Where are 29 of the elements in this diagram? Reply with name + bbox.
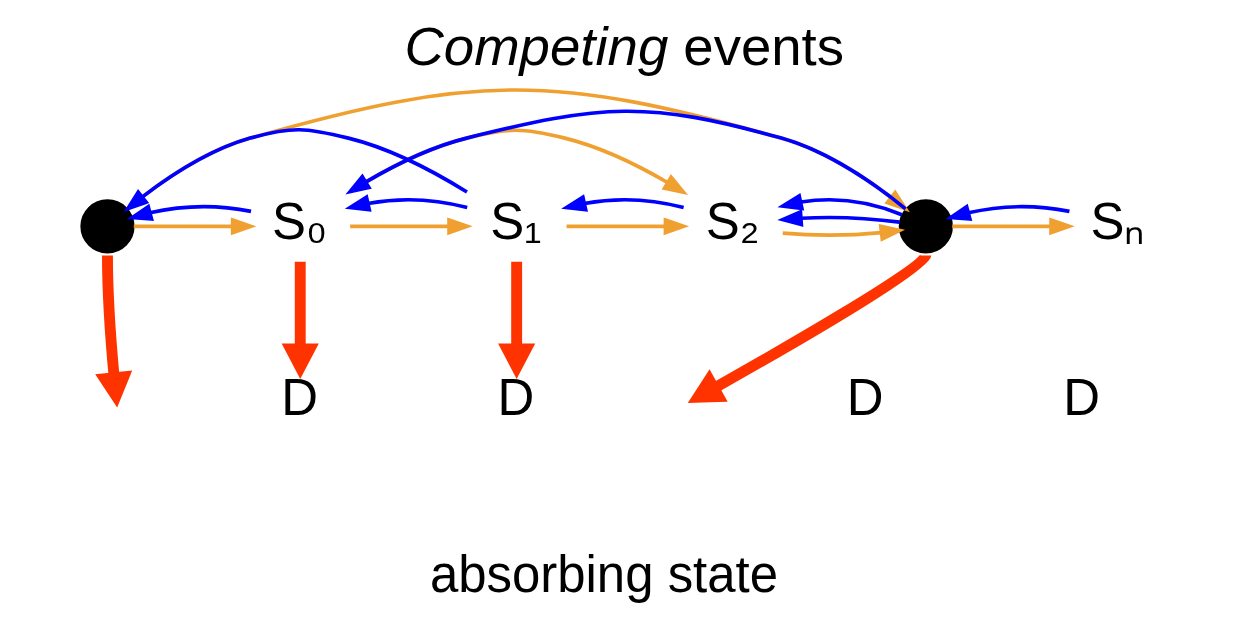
arrow [687, 252, 931, 403]
arrow [123, 127, 468, 212]
arrow [561, 194, 685, 212]
node-text: D [497, 369, 535, 427]
arrow [95, 255, 133, 408]
node-point [80, 199, 135, 254]
arrow [133, 217, 257, 236]
diagram-title: Competing events [404, 15, 845, 77]
arrow [782, 223, 906, 242]
arrow [945, 203, 1070, 221]
node-text: Sₙ [1090, 192, 1145, 250]
arrow [777, 193, 903, 217]
node-text: S₀ [272, 192, 328, 250]
arrow [777, 209, 900, 227]
arrow [127, 203, 252, 221]
arrow [281, 261, 319, 379]
node-point [898, 199, 953, 254]
arrow [952, 217, 1075, 236]
node-text: D [281, 369, 318, 427]
arrow [350, 217, 473, 236]
node-text: S₁ [490, 192, 542, 250]
node-text: S₂ [705, 192, 760, 250]
arrow [344, 194, 468, 212]
label: D [846, 369, 884, 427]
arrow [498, 261, 536, 379]
arrow [566, 217, 690, 236]
label: absorbing state [429, 545, 778, 603]
label: D [1063, 369, 1100, 427]
arrow [345, 109, 907, 211]
